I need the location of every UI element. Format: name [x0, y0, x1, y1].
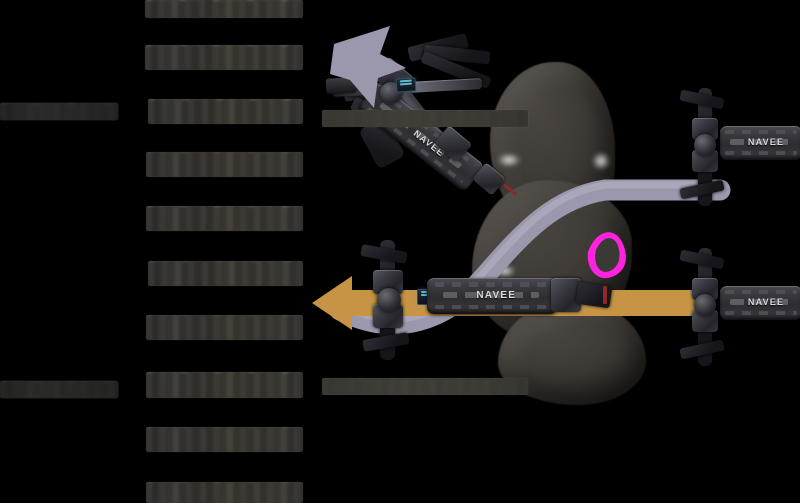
redacted-text-bar	[146, 152, 303, 177]
redacted-text-bar	[322, 110, 528, 127]
redacted-text-bar	[0, 381, 118, 398]
redacted-text-bar	[0, 103, 118, 120]
brand-wordmark: NAVEE	[476, 290, 517, 302]
redacted-text-bar	[148, 99, 303, 124]
deck-tread	[724, 290, 798, 295]
scooter-deck: NAVEE	[720, 286, 800, 320]
deck-tread	[724, 151, 798, 156]
redacted-text-bar	[146, 482, 303, 503]
scooter-hub	[694, 134, 716, 156]
brand-wordmark: NAVEE	[747, 296, 785, 307]
deck-tread	[724, 311, 798, 316]
redacted-text-bar	[322, 378, 528, 395]
redacted-text-bar	[148, 261, 303, 286]
redacted-text-bar	[146, 427, 303, 452]
scooter-red-detail	[502, 183, 518, 196]
deck-grip-strip	[729, 298, 791, 306]
scooter-hub	[377, 288, 401, 312]
scooter-folding-clamp	[692, 150, 718, 172]
deck-tread	[724, 130, 798, 135]
redacted-text-bar	[146, 315, 303, 340]
deck-grip-strip	[729, 138, 791, 146]
lavender-arrow	[330, 26, 406, 108]
deck-tread	[434, 304, 550, 309]
folded-scooter: NAVEE	[320, 20, 570, 220]
brand-wordmark: NAVEE	[747, 136, 785, 147]
unfolded-scooter-top: NAVEE	[672, 88, 800, 208]
unfolded-scooter-bottom: NAVEE	[672, 248, 800, 368]
scooter-hub	[694, 294, 716, 316]
scooter-deck: NAVEE	[720, 126, 800, 160]
redacted-text-bar	[146, 372, 303, 398]
redacted-text-bar	[146, 206, 303, 231]
redacted-text-bar	[145, 0, 303, 18]
redacted-text-bar	[145, 45, 303, 70]
magenta-accent	[587, 232, 626, 279]
deck-tread	[434, 282, 550, 287]
navee-scooter-composite: NAVEE	[300, 0, 800, 503]
scooter-red-detail	[603, 286, 607, 304]
unfolded-scooter-left: NAVEE	[355, 240, 613, 360]
scooter-deck: NAVEE	[427, 278, 557, 314]
